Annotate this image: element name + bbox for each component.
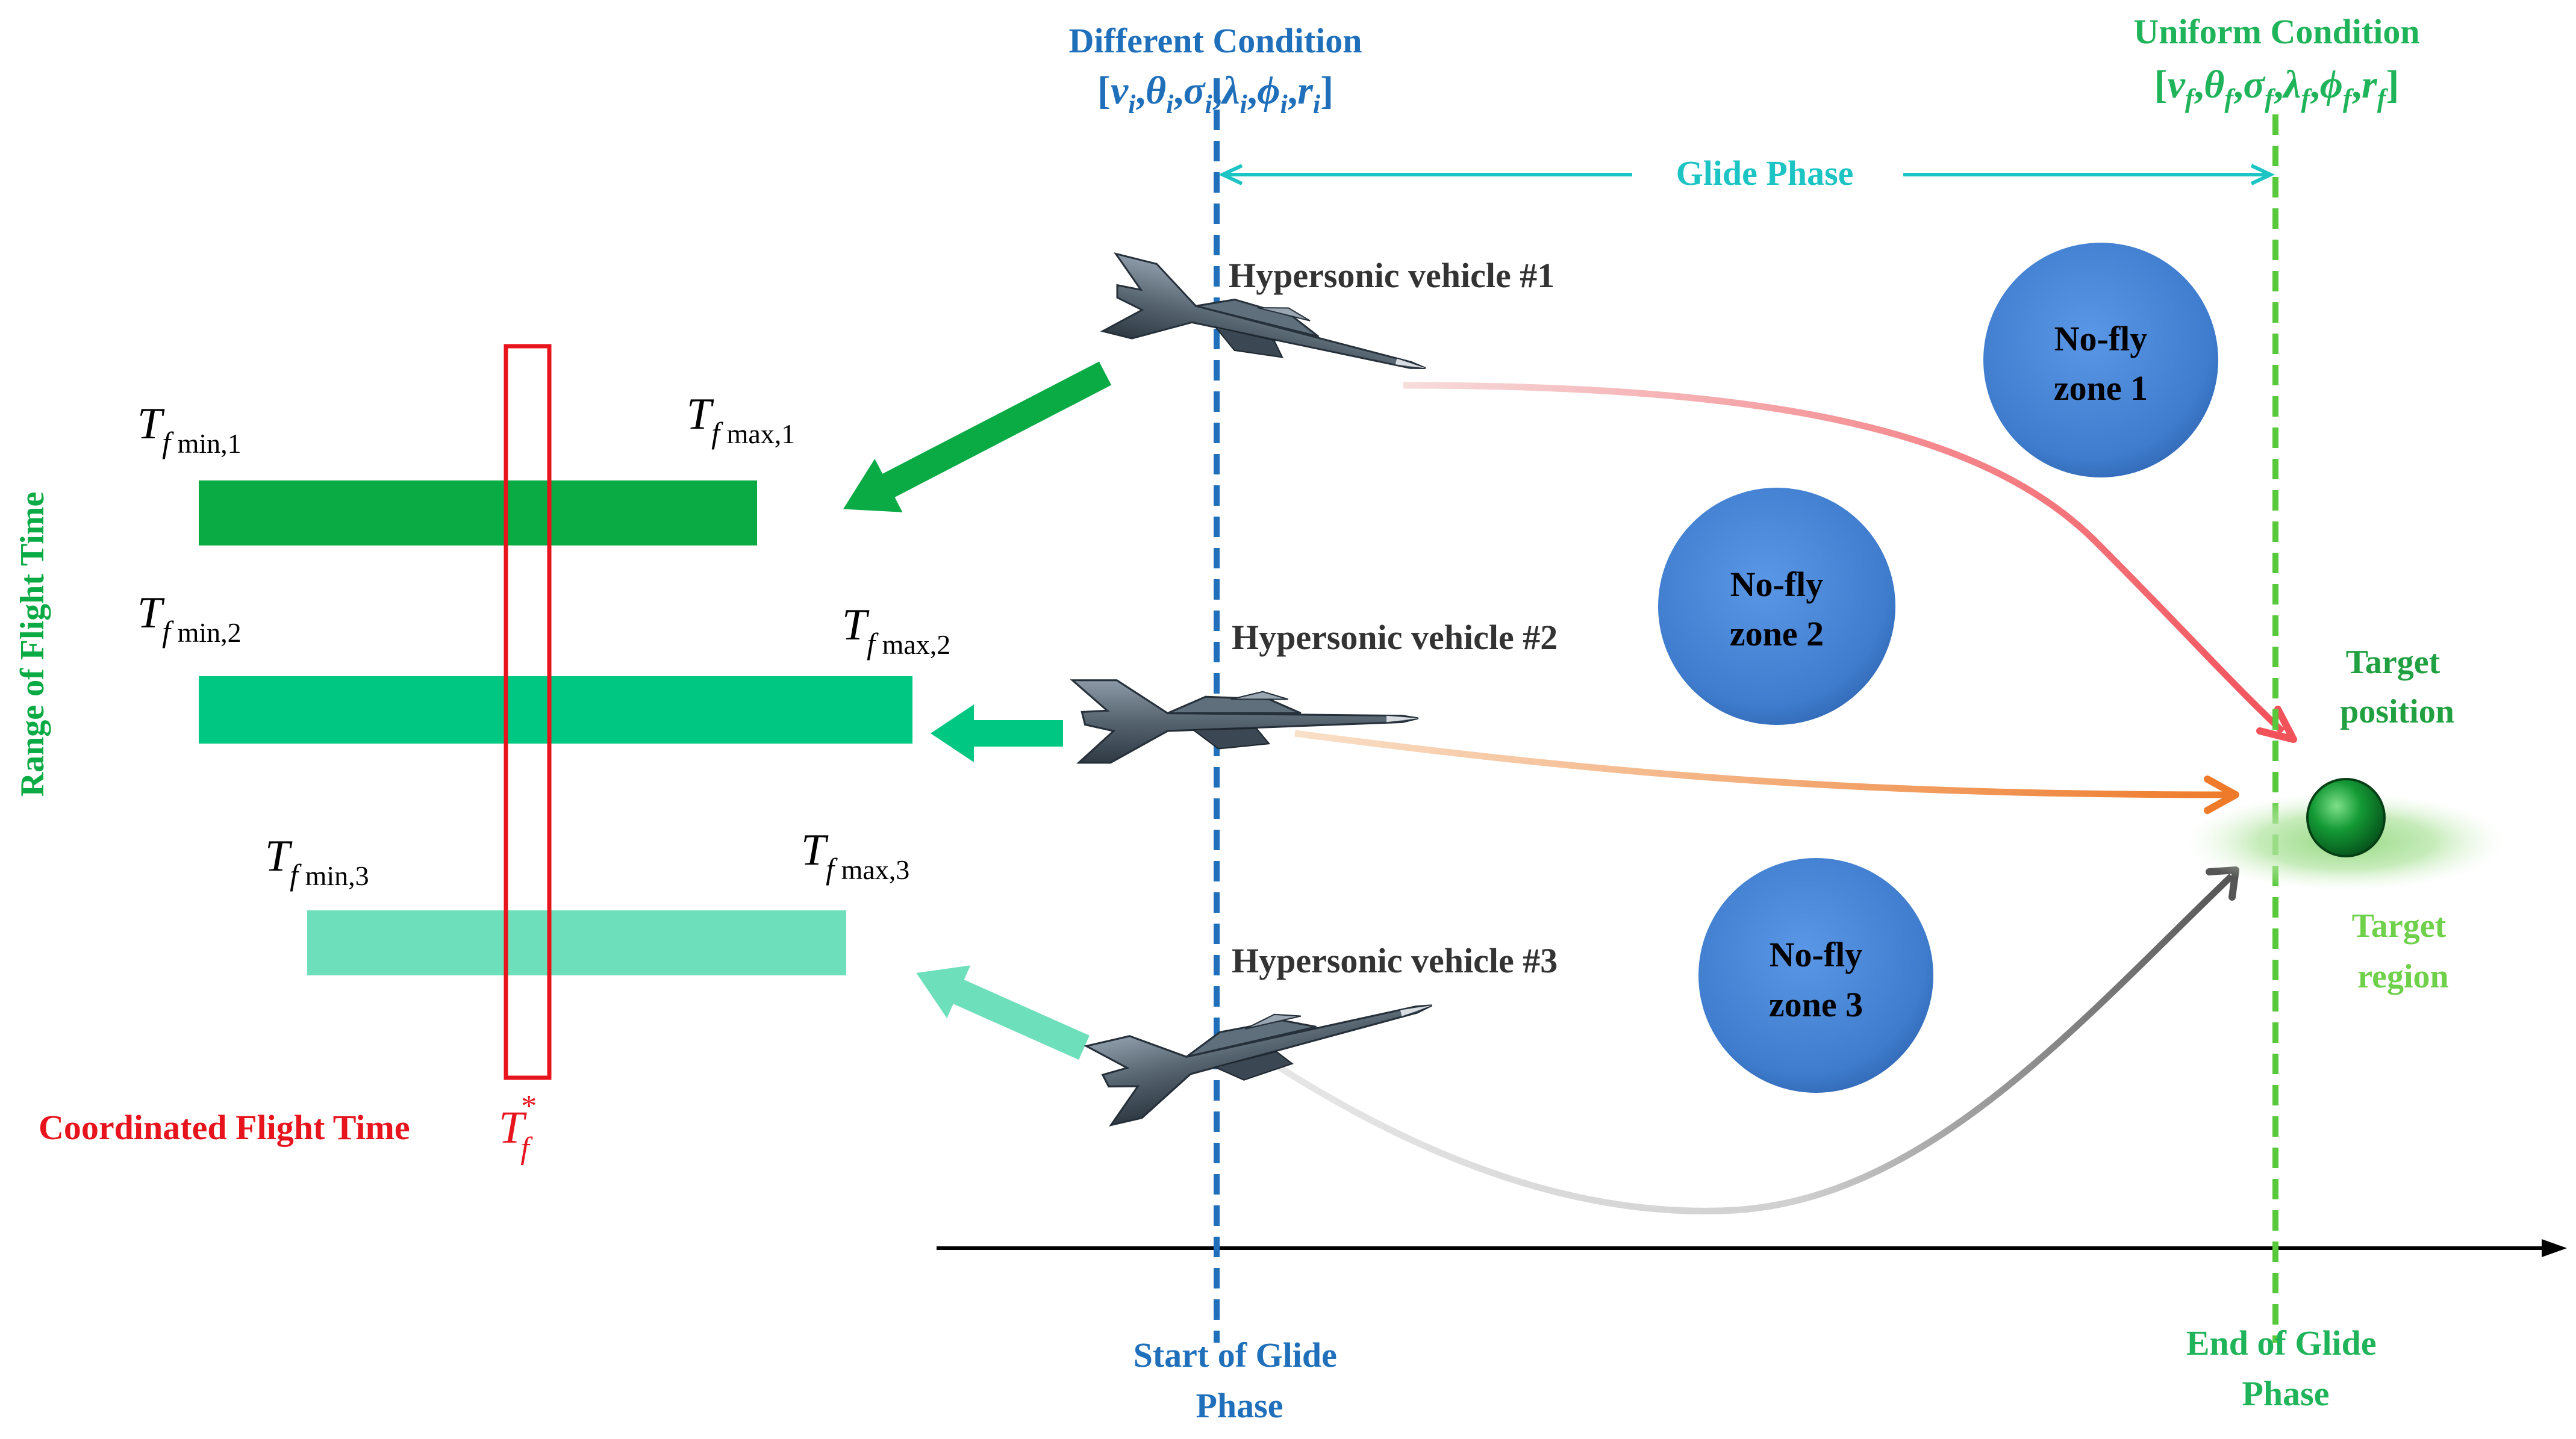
start-condition: Different Condition [vi,θi,σi,λi,ϕi,ri] xyxy=(1068,21,1362,119)
vehicles: Hypersonic vehicle #1 Hypersonic vehicle… xyxy=(1071,252,1558,1128)
end-condition: Uniform Condition [vf,θf,σf,λf,ϕf,rf] xyxy=(2133,12,2419,113)
coordinated-time-box xyxy=(504,344,552,1080)
vector-symbol: r xyxy=(2362,63,2378,107)
tf-max-3-label: Tf max,3 xyxy=(801,825,909,886)
vehicle-to-bar-arrows xyxy=(843,361,1112,1060)
vector-subscript: f xyxy=(2265,84,2276,113)
flight-time-bar-2 xyxy=(199,676,912,744)
no-fly-zone-2: No-fly zone 2 xyxy=(1658,488,1895,725)
range-of-flight-time-label: Range of Flight Time xyxy=(14,492,51,797)
trajectory-3 xyxy=(1275,874,2234,1214)
vector-symbol: v xyxy=(2168,63,2186,107)
tf-bound-labels: Tf min,1 Tf max,1 Tf min,2 Tf max,2 Tf m… xyxy=(137,390,950,892)
end-condition-title: Uniform Condition xyxy=(2133,12,2419,51)
start-condition-title: Different Condition xyxy=(1068,21,1362,60)
vector-symbol: ϕ xyxy=(2320,63,2343,107)
arrow-vehicle-2-to-bar-2 xyxy=(931,704,1063,762)
vector-separator: , xyxy=(2194,63,2204,107)
vector-separator: , xyxy=(1212,69,1223,113)
hypersonic-vehicle-3: Hypersonic vehicle #3 xyxy=(1085,941,1558,1128)
vector-subscript: f xyxy=(2377,84,2389,113)
no-fly-zone-3-line2: zone 3 xyxy=(1769,985,1863,1024)
vector-bracket-close: ] xyxy=(1320,69,1333,113)
vector-symbol: λ xyxy=(2281,63,2301,107)
tf-max-2-label: Tf max,2 xyxy=(842,600,950,660)
vector-separator: , xyxy=(1247,69,1258,113)
trajectory-1-arrowhead xyxy=(2256,706,2297,743)
trajectory-1 xyxy=(1403,382,2285,734)
end-condition-vector: [vf,θf,σf,λf,ϕf,rf] xyxy=(2154,63,2400,113)
no-fly-zone-1-line2: zone 1 xyxy=(2054,368,2148,408)
trajectory-2-arrowhead xyxy=(2204,775,2239,814)
glide-phase-label: Glide Phase xyxy=(1676,154,1854,193)
vector-bracket-open: [ xyxy=(2154,63,2168,107)
time-axis xyxy=(937,1239,2567,1257)
vector-separator: , xyxy=(1288,69,1298,113)
no-fly-zone-3: No-fly zone 3 xyxy=(1698,858,1933,1093)
vector-subscript: i xyxy=(1240,90,1248,119)
vector-separator: , xyxy=(1173,69,1184,113)
tf-min-1-label: Tf min,1 xyxy=(137,399,242,459)
vector-subscript: i xyxy=(1205,90,1212,119)
vector-symbol: σ xyxy=(2243,63,2266,107)
tf-min-3-label: Tf min,3 xyxy=(265,831,369,892)
arrow-vehicle-1-to-bar-1 xyxy=(843,361,1112,512)
start-condition-vector: [vi,θi,σi,λi,ϕi,ri] xyxy=(1097,69,1333,119)
end-of-glide-label: End of Glide Phase xyxy=(2186,1323,2385,1413)
glide-phase-arrow: Glide Phase xyxy=(1218,154,2275,193)
hypersonic-vehicle-2: Hypersonic vehicle #2 xyxy=(1071,618,1558,764)
vector-symbol: v xyxy=(1111,69,1129,113)
no-fly-zone-1-line1: No-fly xyxy=(2054,319,2148,358)
vector-subscript: f xyxy=(2343,84,2354,113)
vector-subscript: i xyxy=(1313,90,1321,119)
vector-subscript: i xyxy=(1280,90,1288,119)
flight-time-bar-3 xyxy=(307,910,846,975)
target-position-ball xyxy=(2306,778,2386,857)
vector-symbol: λ xyxy=(1220,69,1240,113)
tf-min-2-label: Tf min,2 xyxy=(137,588,242,648)
vector-symbol: σ xyxy=(1184,69,1206,113)
vector-separator: , xyxy=(1135,69,1146,113)
vehicle-3-label: Hypersonic vehicle #3 xyxy=(1232,941,1558,980)
vector-bracket-close: ] xyxy=(2386,63,2399,107)
target-region-label: Target region xyxy=(2352,907,2455,995)
vector-subscript: i xyxy=(1128,90,1136,119)
tf-max-1-label: Tf max,1 xyxy=(687,390,795,450)
flight-time-bars xyxy=(199,480,912,975)
vector-separator: , xyxy=(2274,63,2284,107)
no-fly-zone-2-line1: No-fly xyxy=(1730,565,1824,604)
vector-symbol: ϕ xyxy=(1257,69,1280,113)
vector-symbol: θ xyxy=(2204,63,2224,107)
vector-subscript: f xyxy=(2224,84,2236,113)
vector-bracket-open: [ xyxy=(1097,69,1111,113)
vector-separator: , xyxy=(2310,63,2320,107)
vector-symbol: r xyxy=(1297,69,1314,113)
flight-time-bar-1 xyxy=(199,480,757,545)
tf-star-label: Tf* xyxy=(499,1089,535,1166)
no-fly-zone-2-line2: zone 2 xyxy=(1730,614,1824,653)
vector-separator: , xyxy=(2233,63,2244,107)
target-position-label: Target position xyxy=(2340,644,2454,730)
no-fly-zones: No-fly zone 1 No-fly zone 2 No-fly zone … xyxy=(1658,243,2218,1093)
vehicle-1-label: Hypersonic vehicle #1 xyxy=(1229,256,1555,295)
hypersonic-vehicle-1: Hypersonic vehicle #1 xyxy=(1096,252,1555,410)
trajectory-2 xyxy=(1294,730,2232,798)
vehicle-2-label: Hypersonic vehicle #2 xyxy=(1232,618,1558,657)
vector-separator: , xyxy=(2352,63,2362,107)
vector-subscript: f xyxy=(2301,84,2313,113)
vector-symbol: θ xyxy=(1146,69,1166,113)
coordinated-flight-time-label: Coordinated Flight Time xyxy=(39,1108,410,1147)
vector-subscript: f xyxy=(2185,84,2197,113)
start-of-glide-label: Start of Glide Phase xyxy=(1134,1335,1346,1425)
no-fly-zone-1: No-fly zone 1 xyxy=(1983,243,2218,477)
vector-subscript: i xyxy=(1166,90,1174,119)
no-fly-zone-3-line1: No-fly xyxy=(1770,935,1863,974)
arrow-vehicle-3-to-bar-3 xyxy=(916,965,1090,1060)
